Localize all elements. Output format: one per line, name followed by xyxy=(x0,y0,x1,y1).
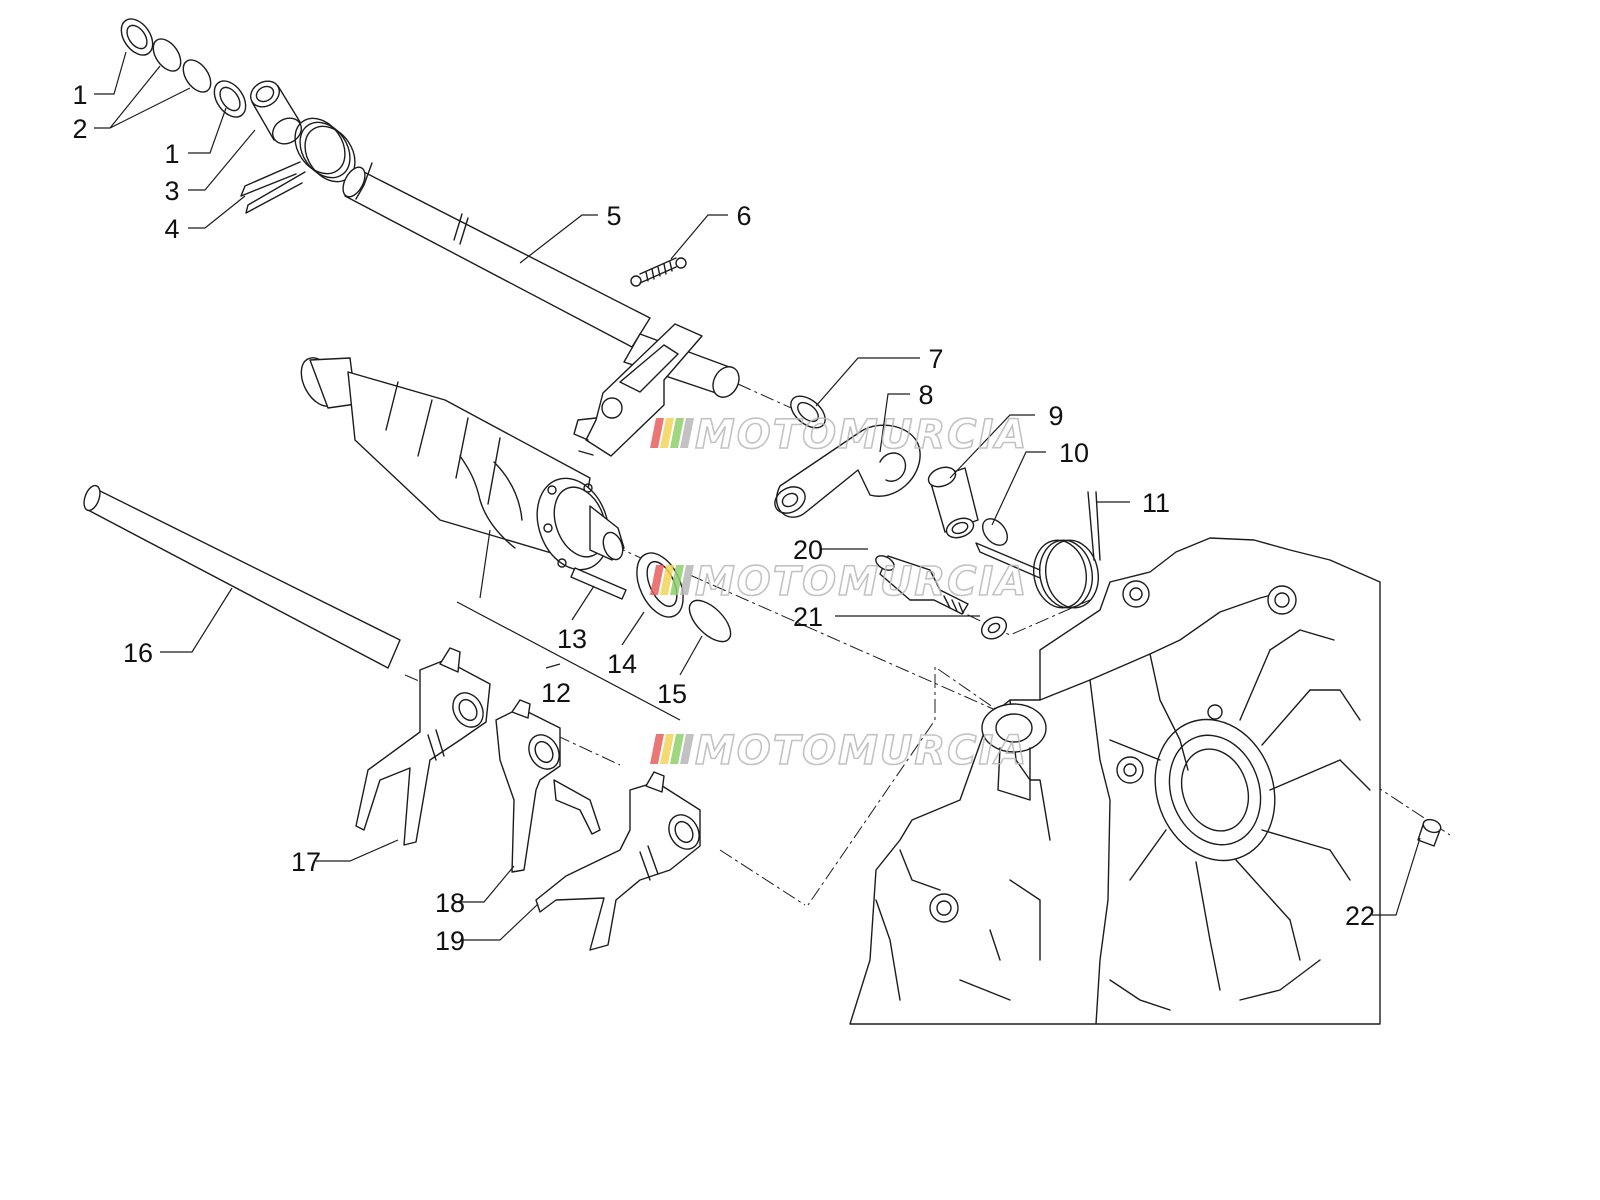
part-label: 4 xyxy=(164,214,179,244)
bushing-3 xyxy=(249,80,303,145)
part-label: 11 xyxy=(1142,488,1170,518)
watermark-stripe xyxy=(680,565,694,595)
watermark-stripe xyxy=(660,734,674,764)
washer-1-lower xyxy=(213,80,247,118)
part-label: 21 xyxy=(793,602,823,632)
dowel-sleeve-22 xyxy=(1417,818,1442,847)
shift-fork-18 xyxy=(495,699,601,873)
part-label: 3 xyxy=(164,176,179,206)
fork-shaft-16 xyxy=(83,484,401,669)
part-label: 5 xyxy=(606,201,621,231)
watermark-bottom: MOTOMURCIA xyxy=(650,727,1028,775)
watermark-stripe xyxy=(650,734,664,764)
selector-drum-12 xyxy=(300,357,681,721)
circlip-15 xyxy=(688,599,732,643)
part-label: 1 xyxy=(72,80,87,110)
watermark-stripe xyxy=(650,565,664,595)
watermark-stripe xyxy=(670,565,684,595)
part-label: 14 xyxy=(607,649,637,679)
part-label: 20 xyxy=(793,535,823,565)
watermark-stripe xyxy=(680,734,694,764)
tension-spring-6 xyxy=(630,257,687,287)
watermark-middle: MOTOMURCIA xyxy=(650,558,1028,606)
circlip-2b xyxy=(182,59,212,93)
crankcase-housing xyxy=(849,537,1381,1025)
watermark-stripe xyxy=(650,418,664,448)
watermark-stripe xyxy=(660,565,674,595)
detent-spring-11 xyxy=(975,491,1101,609)
circlip-10 xyxy=(981,518,1009,546)
part-label: 1 xyxy=(164,139,179,169)
part-label: 13 xyxy=(557,624,587,654)
watermark-stripe xyxy=(680,418,694,448)
watermark-stripe xyxy=(660,418,674,448)
part-label: 12 xyxy=(541,678,571,708)
part-labels: 1 2 1 3 4 5 6 7 8 9 10 11 20 21 13 14 15… xyxy=(72,80,1375,956)
part-label: 22 xyxy=(1345,901,1375,931)
washer-1-top xyxy=(120,18,154,56)
watermark-stripe xyxy=(670,734,684,764)
part-label: 19 xyxy=(435,926,465,956)
circlip-2a xyxy=(152,38,182,72)
part-label: 18 xyxy=(435,888,465,918)
stud-20 xyxy=(875,555,969,615)
washer-7 xyxy=(790,395,826,429)
part-label: 10 xyxy=(1059,438,1089,468)
detent-lever-8 xyxy=(774,424,921,518)
watermark-text: MOTOMURCIA xyxy=(695,559,1028,605)
part-label: 9 xyxy=(1048,401,1063,431)
watermark-top: MOTOMURCIA xyxy=(650,411,1028,459)
watermark-text: MOTOMURCIA xyxy=(695,412,1028,458)
part-label: 7 xyxy=(928,344,943,374)
selector-shaft-5 xyxy=(342,162,740,457)
shift-fork-17 xyxy=(355,647,491,846)
part-label: 15 xyxy=(657,679,687,709)
part-label: 2 xyxy=(72,114,87,144)
part-label: 6 xyxy=(736,201,751,231)
roller-9 xyxy=(927,466,979,539)
shift-fork-19 xyxy=(535,771,701,951)
washer-21 xyxy=(980,616,1008,640)
part-label: 16 xyxy=(123,638,153,668)
part-label: 17 xyxy=(291,847,321,877)
watermark-text: MOTOMURCIA xyxy=(695,728,1028,774)
watermark-stripe xyxy=(670,418,684,448)
part-label: 8 xyxy=(918,380,933,410)
pin-13 xyxy=(570,567,627,600)
leader-lines xyxy=(94,51,1421,941)
